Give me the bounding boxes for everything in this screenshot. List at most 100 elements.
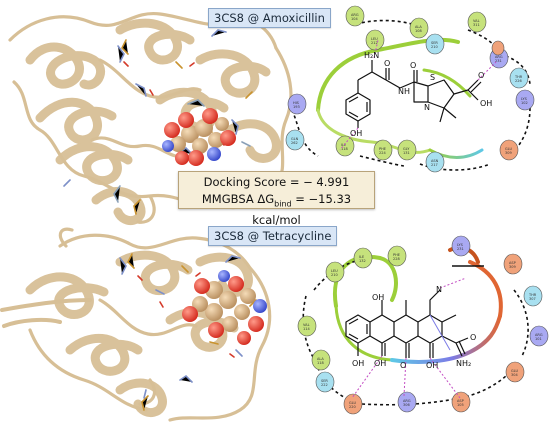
- svg-text:222: 222: [321, 383, 328, 387]
- residue-polar: [285, 33, 529, 173]
- svg-text:193: 193: [293, 105, 300, 109]
- svg-text:ALA: ALA: [415, 25, 422, 29]
- svg-text:ASP: ASP: [509, 261, 516, 265]
- svg-text:ASP: ASP: [457, 399, 464, 403]
- svg-text:ARG: ARG: [535, 333, 543, 337]
- svg-text:ILE: ILE: [359, 255, 364, 259]
- panel-label-amoxicillin: 3CS8 @ Amoxicillin: [208, 8, 331, 28]
- residue-hydrophobic: [335, 5, 487, 161]
- svg-text:220: 220: [349, 405, 356, 409]
- mmgbsa-line: MMGBSA ΔGbind = −15.33 kcal/mol: [179, 191, 374, 229]
- svg-text:GLU: GLU: [505, 147, 512, 151]
- nh2-label-tet: NH₂: [456, 359, 471, 368]
- svg-text:304: 304: [511, 373, 518, 377]
- svg-text:226: 226: [515, 79, 522, 83]
- svg-text:228: 228: [393, 257, 400, 261]
- svg-text:114: 114: [303, 327, 310, 331]
- svg-text:108: 108: [415, 29, 422, 33]
- svg-text:GLY: GLY: [403, 147, 410, 151]
- svg-text:306: 306: [403, 403, 410, 407]
- svg-text:ALA: ALA: [317, 357, 324, 361]
- tetracycline-structure: [345, 289, 469, 358]
- svg-text:GLU: GLU: [511, 369, 518, 373]
- svg-text:217: 217: [431, 163, 438, 167]
- svg-text:231: 231: [457, 247, 464, 251]
- mmgbsa-value: = −15.33 kcal/mol: [252, 192, 352, 228]
- svg-text:309: 309: [505, 151, 512, 155]
- nh-label: NH: [398, 87, 410, 96]
- mmgbsa-subscript: bind: [274, 199, 292, 209]
- svg-text:GLN: GLN: [291, 137, 299, 141]
- s-label: S: [430, 73, 435, 82]
- svg-text:307: 307: [529, 297, 536, 301]
- svg-text:VAL: VAL: [473, 19, 480, 23]
- o-label-tet-2: O: [470, 333, 476, 342]
- o-label-tet: O: [400, 361, 406, 370]
- residue-negative: [491, 40, 519, 161]
- svg-text:PHE: PHE: [379, 147, 386, 151]
- h2n-label: H₂N: [364, 51, 379, 60]
- docking-score-line: Docking Score = − 4.991: [203, 175, 350, 189]
- amoxicillin-hbond-dashes: [339, 39, 497, 151]
- amoxicillin-atom-labels: OH O NH O S N H₂N O OH: [350, 51, 492, 138]
- svg-text:105: 105: [457, 403, 464, 407]
- svg-text:LYS: LYS: [457, 243, 464, 247]
- svg-text:118: 118: [317, 361, 324, 365]
- svg-text:ASN: ASN: [431, 159, 439, 163]
- svg-text:ARG: ARG: [495, 55, 503, 59]
- svg-text:132: 132: [359, 259, 366, 263]
- svg-text:101: 101: [535, 337, 542, 341]
- svg-text:224: 224: [379, 151, 386, 155]
- svg-text:262: 262: [291, 141, 298, 145]
- n-label-tet: N: [436, 285, 442, 294]
- svg-text:210: 210: [331, 273, 338, 277]
- oh-label-tet-4: OH: [352, 359, 364, 368]
- oh-label-2: OH: [480, 99, 492, 108]
- svg-text:THR: THR: [514, 75, 523, 79]
- svg-text:118: 118: [341, 147, 348, 151]
- svg-text:311: 311: [473, 23, 480, 27]
- o-label-3: O: [478, 71, 484, 80]
- ligand-spheres-top: [162, 108, 236, 166]
- svg-text:ARG: ARG: [351, 13, 359, 17]
- docking-score-box: Docking Score = − 4.991 MMGBSA ΔGbind = …: [178, 171, 375, 227]
- svg-text:THR: THR: [528, 293, 537, 297]
- svg-text:231: 231: [495, 59, 502, 63]
- tetracycline-hbond-dashes: [351, 277, 467, 399]
- svg-text:212: 212: [371, 41, 378, 45]
- oh-label-tet-2: OH: [374, 359, 386, 368]
- residue-sticks-top: [63, 29, 253, 215]
- svg-text:ARG: ARG: [403, 399, 411, 403]
- oh-label-tet: OH: [372, 293, 384, 302]
- o-label: O: [384, 59, 390, 68]
- n-label: N: [424, 103, 430, 112]
- svg-text:GLU: GLU: [349, 401, 356, 405]
- svg-text:SER: SER: [321, 379, 328, 383]
- svg-text:102: 102: [521, 101, 528, 105]
- o-label-2: O: [410, 61, 416, 70]
- svg-text:309: 309: [509, 265, 516, 269]
- svg-text:VAL: VAL: [303, 323, 310, 327]
- mmgbsa-prefix: MMGBSA ΔG: [201, 192, 275, 206]
- residue-sticks-bottom: [119, 253, 257, 411]
- oh-label-tet-3: OH: [426, 361, 438, 370]
- svg-text:HIS: HIS: [293, 101, 300, 105]
- tetracycline-atom-labels: OH N OH O OH OH O NH₂: [352, 285, 476, 370]
- panel-label-tetracycline: 3CS8 @ Tetracycline: [208, 226, 338, 246]
- ligand-spheres-bottom: [182, 270, 267, 345]
- svg-text:104: 104: [351, 17, 358, 21]
- svg-text:131: 131: [403, 151, 410, 155]
- svg-text:ILE: ILE: [341, 143, 346, 147]
- svg-text:LYS: LYS: [521, 97, 528, 101]
- svg-text:LEU: LEU: [371, 37, 378, 41]
- amoxicillin-structure: [345, 60, 482, 128]
- svg-text:PHE: PHE: [393, 253, 400, 257]
- svg-text:LEU: LEU: [331, 269, 338, 273]
- tetracycline-pi-line: [429, 314, 451, 351]
